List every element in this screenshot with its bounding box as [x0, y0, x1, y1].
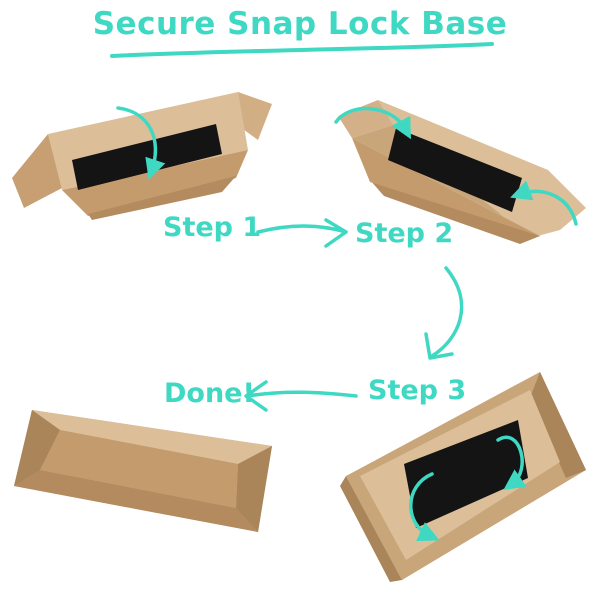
page-title: Secure Snap Lock Base: [92, 6, 508, 42]
curved-arrow-icon: [409, 472, 440, 542]
curved-arrow-icon: [496, 435, 527, 491]
step-2-label: Step 2: [355, 218, 454, 249]
curved-arrow-icon: [510, 180, 578, 226]
curved-arrow-icon: [116, 106, 166, 180]
done-label: Done!: [164, 378, 255, 409]
curved-arrow-icon: [334, 106, 411, 140]
step-3-label: Step 3: [368, 375, 467, 406]
step-1-label: Step 1: [163, 212, 262, 243]
